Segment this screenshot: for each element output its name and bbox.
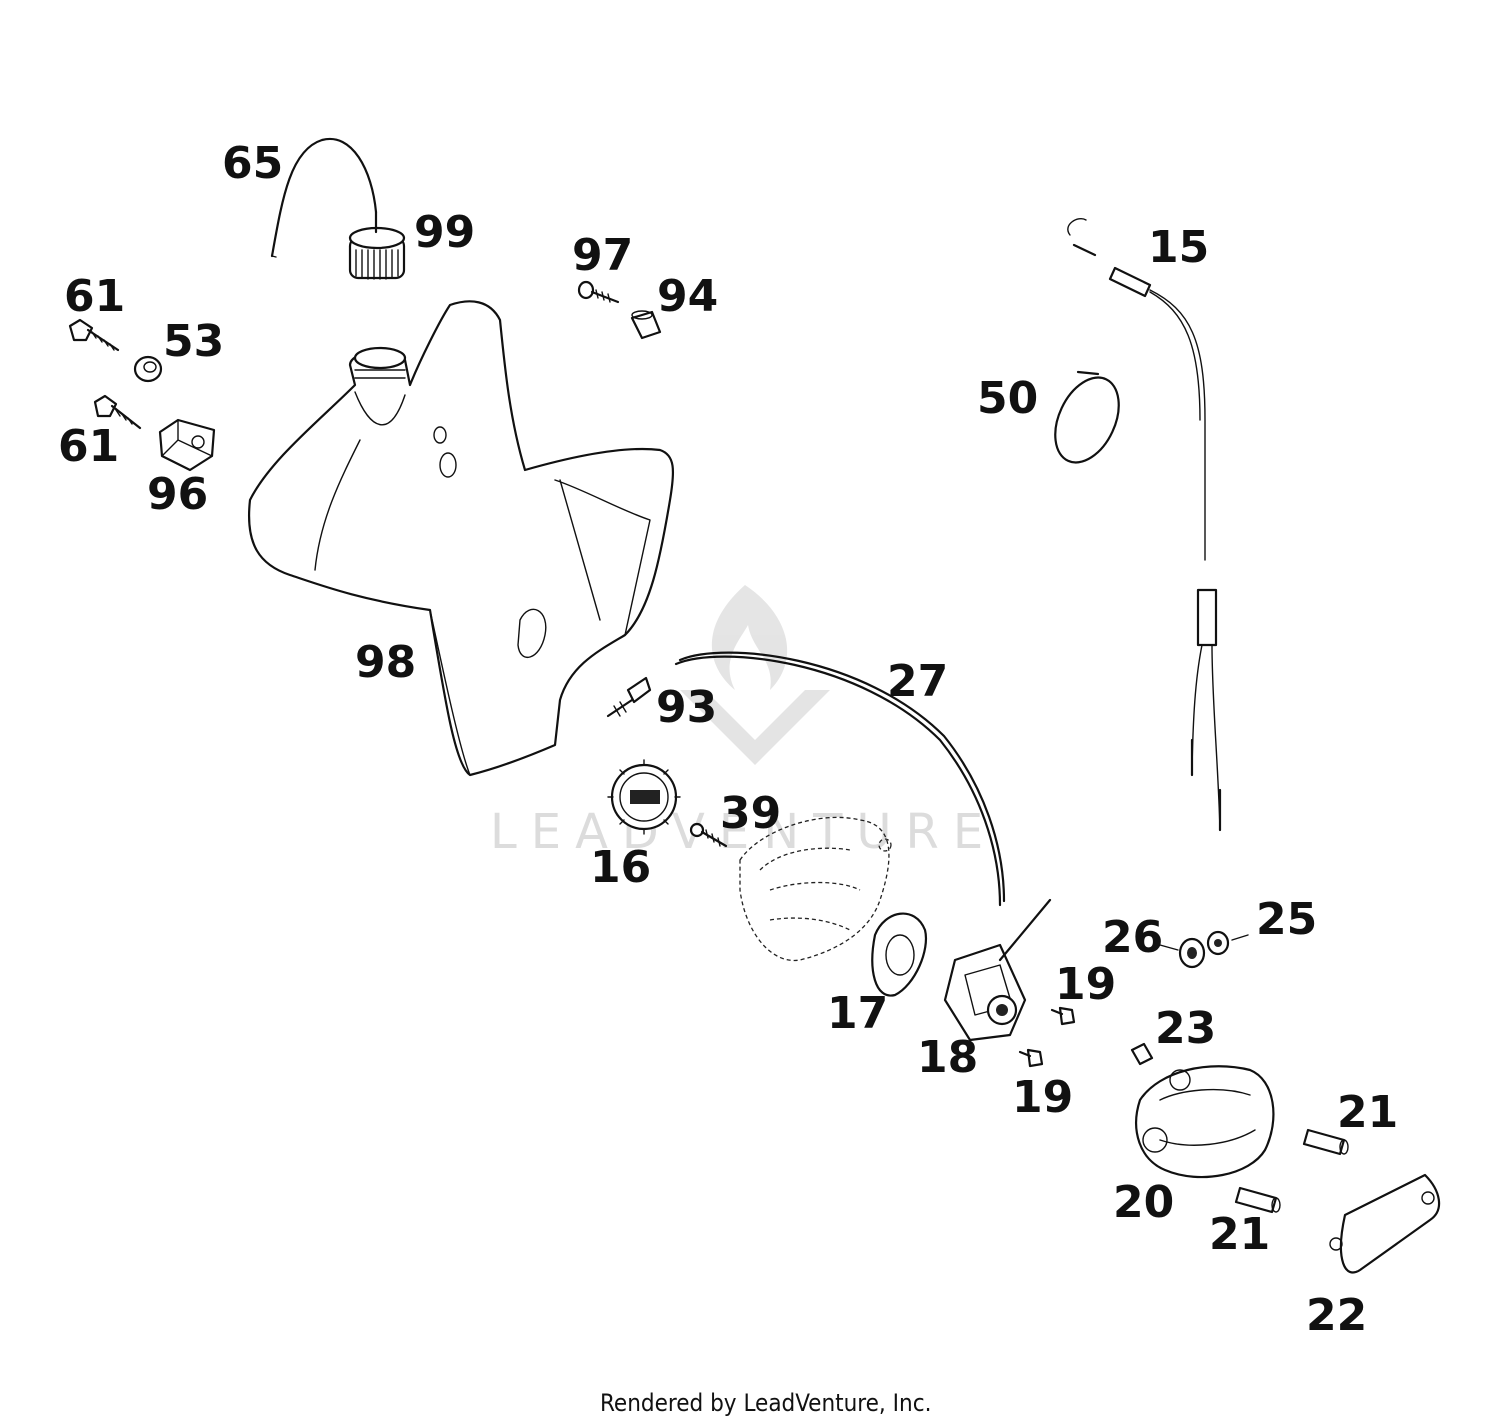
callout-21-upper: 21 [1337, 1087, 1398, 1138]
bolt-lower [93, 394, 142, 430]
washer-25 [1206, 930, 1230, 956]
pin-21-lower [1234, 1186, 1281, 1214]
screw-97 [577, 280, 620, 304]
callout-50: 50 [977, 373, 1038, 424]
fuel-tank [248, 300, 675, 777]
callout-61-upper: 61 [64, 271, 125, 322]
callout-19-lower: 19 [1012, 1072, 1073, 1123]
screw-19-lower [1018, 1048, 1044, 1068]
callout-18: 18 [917, 1032, 978, 1083]
nut [158, 418, 216, 472]
callout-53: 53 [163, 316, 224, 367]
watermark-v-logo-icon [680, 690, 830, 765]
callout-22: 22 [1306, 1290, 1367, 1341]
screw-19-upper [1050, 1006, 1076, 1026]
callout-99: 99 [414, 207, 475, 258]
fuel-hose [674, 655, 1002, 907]
watermark: LEADVENTURE [490, 585, 997, 860]
bolt-upper [68, 318, 120, 352]
carburetor [943, 898, 1052, 1042]
callout-25: 25 [1256, 894, 1317, 945]
watermark-flame-icon [711, 585, 788, 690]
fuel-fitting [606, 676, 652, 718]
cover [1135, 1065, 1275, 1179]
gear [607, 759, 681, 835]
callout-17: 17 [827, 988, 888, 1039]
callout-16: 16 [590, 842, 651, 893]
cover-plate [1329, 1173, 1441, 1274]
fuel-cap [348, 210, 406, 280]
callout-15: 15 [1148, 222, 1209, 273]
callout-93: 93 [656, 682, 717, 733]
callout-27: 27 [887, 656, 948, 707]
callout-39: 39 [720, 788, 781, 839]
callout-65: 65 [222, 138, 283, 189]
screw-39 [689, 822, 728, 848]
vent-hose [270, 137, 378, 258]
throttle-cable [1067, 218, 1222, 832]
callout-96: 96 [147, 469, 208, 520]
callout-26: 26 [1102, 912, 1163, 963]
gasket [871, 912, 928, 997]
pin-21-upper [1302, 1128, 1349, 1156]
plug-23 [1130, 1042, 1154, 1066]
callout-94: 94 [657, 271, 718, 322]
callout-21-lower: 21 [1209, 1209, 1270, 1260]
crankcase-outline [739, 816, 892, 962]
washer [133, 355, 163, 383]
footer-credit: Rendered by LeadVenture, Inc. [600, 1389, 931, 1417]
callout-20: 20 [1113, 1177, 1174, 1228]
callout-19-upper: 19 [1055, 959, 1116, 1010]
spacer-94 [630, 310, 662, 340]
callout-97: 97 [572, 230, 633, 281]
watermark-text: LEADVENTURE [490, 804, 997, 860]
callout-61-lower: 61 [58, 421, 119, 472]
callout-23: 23 [1155, 1003, 1216, 1054]
callout-98: 98 [355, 637, 416, 688]
hose-clamp [1054, 370, 1120, 464]
grommet [1178, 937, 1206, 969]
